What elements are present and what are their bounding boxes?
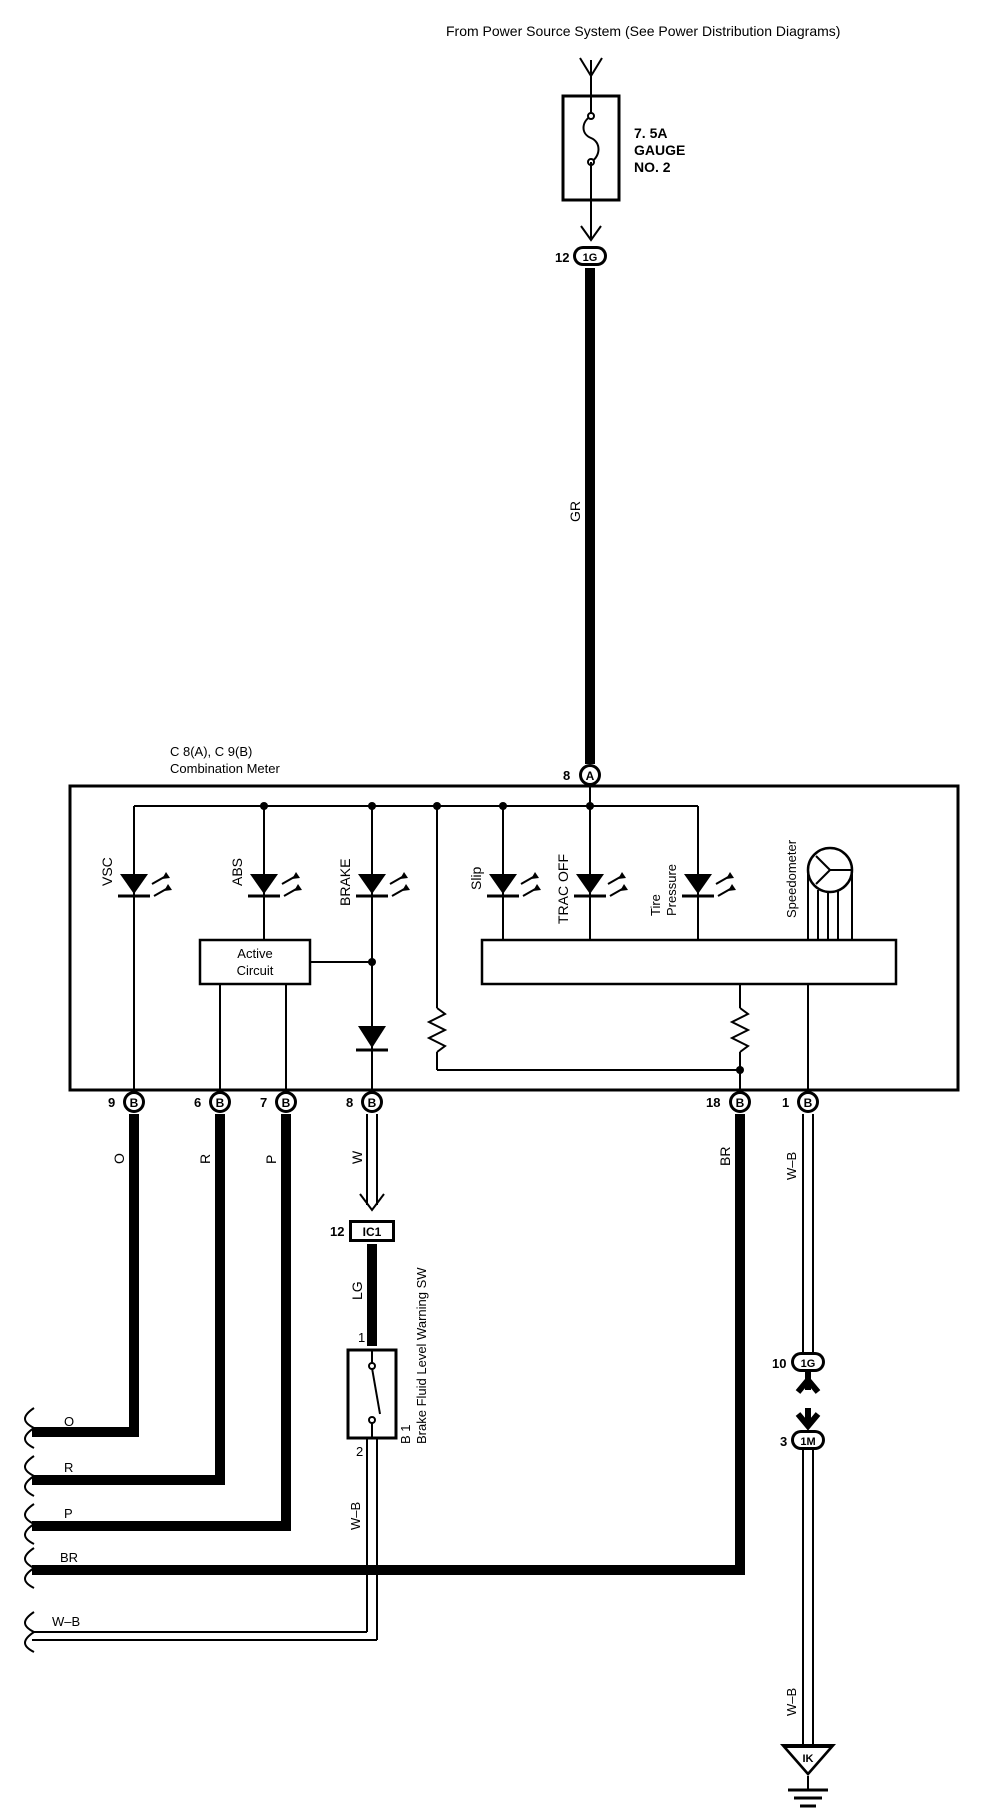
connector-1g-top-pin: 12 <box>555 250 569 265</box>
connector-meter-a-code: A <box>586 769 595 783</box>
meter-control-box <box>480 938 898 986</box>
connector-arrows <box>795 1372 821 1431</box>
wire-r <box>32 1114 225 1485</box>
connector-meter-b18-code: B <box>736 1096 745 1110</box>
connector-meter-b7-code: B <box>282 1096 291 1110</box>
lamp-brake-label: BRAKE <box>337 859 353 906</box>
connector-meter-a: 8 A <box>563 764 601 786</box>
lamp-trac-off-label: TRAC OFF <box>555 854 571 924</box>
meter-name: Combination Meter <box>170 761 280 776</box>
wire-w-b-lower-label: W–B <box>784 1688 799 1716</box>
fuse-name-2: NO. 2 <box>634 159 671 175</box>
lamp-vsc-label: VSC <box>99 857 115 886</box>
wire-w-b-switch <box>32 1438 378 1641</box>
lamp-abs <box>248 806 302 940</box>
connector-1g-top: 12 1G <box>555 246 607 266</box>
left-wire-p-label: P <box>64 1506 73 1521</box>
connector-meter-b7: 7 B <box>260 1091 297 1113</box>
connector-meter-b9: 9 B <box>108 1091 145 1113</box>
lamp-tire-label-1: Tire <box>648 894 663 916</box>
connector-meter-a-pin: 8 <box>563 768 570 783</box>
connector-meter-b6-code: B <box>216 1096 225 1110</box>
wire-p <box>32 1114 291 1531</box>
connector-meter-b18: 18 B <box>706 1091 751 1113</box>
wire-p-label: P <box>263 1155 279 1164</box>
active-circuit-label-2: Circuit <box>237 963 274 978</box>
wire-r-label: R <box>197 1154 213 1164</box>
switch-name: Brake Fluid Level Warning SW <box>414 1267 429 1444</box>
fuse-name-1: GAUGE <box>634 142 685 158</box>
connector-meter-b9-code: B <box>130 1096 139 1110</box>
connector-1m-pin: 3 <box>780 1434 787 1449</box>
fuse-rating: 7. 5A <box>634 125 667 141</box>
power-source-note: From Power Source System (See Power Dist… <box>446 23 840 39</box>
wire-w-b-ground <box>802 1114 814 1352</box>
wire-gr-label: GR <box>567 501 583 522</box>
combination-meter-box <box>68 784 960 1092</box>
resistor-left <box>426 806 744 1074</box>
connector-meter-b1-code: B <box>804 1096 813 1110</box>
connector-meter-b6: 6 B <box>194 1091 231 1113</box>
wire-w-b-lower <box>802 1450 814 1744</box>
wire-br <box>32 1114 745 1575</box>
wire-br-label: BR <box>717 1147 733 1166</box>
ground-code: IK <box>803 1753 814 1765</box>
lamp-brake <box>356 806 410 1090</box>
connector-ic1-pin: 12 <box>330 1224 344 1239</box>
speedometer-gauge <box>806 846 854 940</box>
connector-meter-b9-pin: 9 <box>108 1095 115 1110</box>
left-wire-w-b-label: W–B <box>52 1614 80 1629</box>
connector-meter-b1: 1 B <box>782 1091 819 1113</box>
connector-meter-b8-code: B <box>368 1096 377 1110</box>
connector-meter-b18-pin: 18 <box>706 1095 720 1110</box>
lamp-abs-label: ABS <box>229 858 245 886</box>
connector-ic1: 12 IC1 <box>330 1220 395 1242</box>
fuse-gauge-no2 <box>561 94 621 202</box>
lamp-slip <box>487 806 541 940</box>
connector-1g-top-code: 1G <box>583 252 598 264</box>
connector-1m: 3 1M <box>780 1430 825 1450</box>
connector-meter-b8: 8 B <box>346 1091 383 1113</box>
wire-w-label: W <box>349 1150 365 1164</box>
brake-diode <box>356 1026 388 1052</box>
connector-ic1-code: IC1 <box>363 1225 382 1239</box>
connector-meter-b6-pin: 6 <box>194 1095 201 1110</box>
connector-1g-bottom-code: 1G <box>801 1358 816 1370</box>
switch-pin-1: 1 <box>358 1330 365 1345</box>
power-input-arrow <box>579 57 603 96</box>
active-circuit: Active Circuit <box>198 938 376 1090</box>
connector-1g-bottom: 10 1G <box>772 1352 825 1372</box>
left-wire-r-label: R <box>64 1460 73 1475</box>
meter-id-label: C 8(A), C 9(B) <box>170 744 252 759</box>
lamp-tire-pressure <box>682 806 736 940</box>
left-wire-o-label: O <box>64 1414 74 1429</box>
lamp-slip-label: Slip <box>468 866 484 890</box>
lamp-trac-off <box>574 806 628 940</box>
switch-id: B 1 <box>398 1424 413 1444</box>
wire-o-label: O <box>111 1153 127 1164</box>
ground-ik: IK <box>780 1744 836 1808</box>
switch-pin-2: 2 <box>356 1444 363 1459</box>
lamp-vsc <box>118 806 172 1090</box>
brake-fluid-switch <box>346 1348 398 1440</box>
lamp-tire-label-2: Pressure <box>664 864 679 916</box>
connector-1m-code: 1M <box>800 1436 815 1448</box>
left-wire-br-label: BR <box>60 1550 78 1565</box>
wire-break-marks <box>24 1407 36 1653</box>
connector-meter-b7-pin: 7 <box>260 1095 267 1110</box>
connector-meter-b8-pin: 8 <box>346 1095 353 1110</box>
resistor-right <box>729 984 751 1090</box>
active-circuit-label-1: Active <box>237 946 272 961</box>
connector-meter-b1-pin: 1 <box>782 1095 789 1110</box>
connector-1g-bottom-pin: 10 <box>772 1356 786 1371</box>
wire-w <box>359 1114 385 1212</box>
wire-w-b-upper-label: W–B <box>784 1152 799 1180</box>
wire-w-b-switch-label: W–B <box>348 1502 363 1530</box>
wire-o <box>32 1114 139 1437</box>
wire-lg-label: LG <box>349 1281 365 1300</box>
speedometer-label: Speedometer <box>784 839 799 918</box>
